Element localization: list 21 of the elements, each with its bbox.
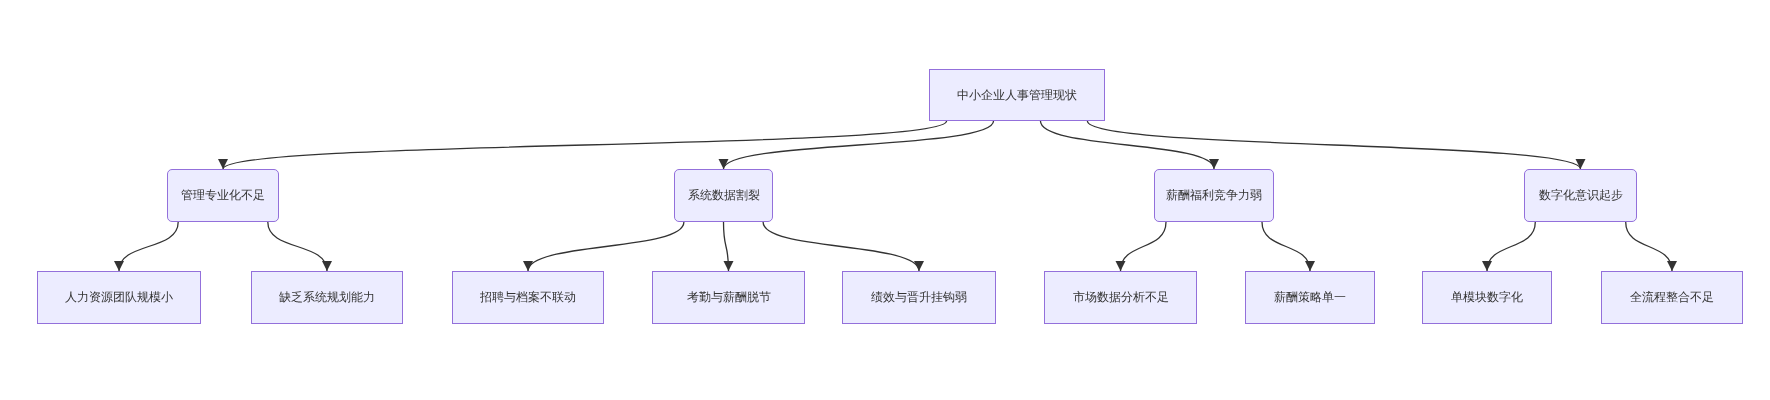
arrow bbox=[1116, 221, 1167, 272]
arrow bbox=[1483, 221, 1536, 272]
item-box: 单模块数字化 bbox=[1422, 271, 1552, 324]
category-box: 薪酬福利竞争力弱 bbox=[1154, 169, 1274, 222]
arrow bbox=[1625, 221, 1676, 272]
category-box: 系统数据割裂 bbox=[674, 169, 773, 222]
item-box: 绩效与晋升挂钩弱 bbox=[842, 271, 996, 324]
category-box: 数字化意识起步 bbox=[1524, 169, 1637, 222]
arrow bbox=[267, 221, 331, 272]
item-box: 市场数据分析不足 bbox=[1044, 271, 1197, 324]
item-box: 薪酬策略单一 bbox=[1245, 271, 1375, 324]
arrow bbox=[722, 221, 734, 272]
category-box: 管理专业化不足 bbox=[167, 169, 279, 222]
item-box: 缺乏系统规划能力 bbox=[251, 271, 403, 324]
item-box: 全流程整合不足 bbox=[1601, 271, 1743, 324]
item-box: 招聘与档案不联动 bbox=[452, 271, 604, 324]
item-box: 中小企业人事管理现状 bbox=[929, 69, 1105, 121]
item-box: 人力资源团队规模小 bbox=[37, 271, 201, 324]
item-box: 考勤与薪酬脱节 bbox=[652, 271, 805, 324]
arrow bbox=[1261, 221, 1314, 272]
arrow bbox=[115, 221, 179, 272]
